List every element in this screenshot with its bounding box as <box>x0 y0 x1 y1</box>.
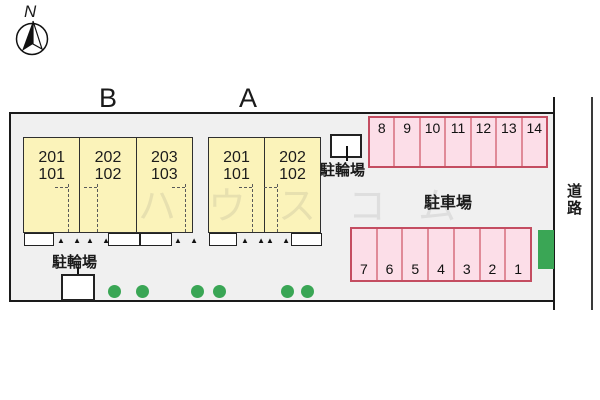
road-label: 道路 <box>565 183 582 217</box>
site-boundary-right <box>553 97 555 310</box>
entry-path-line <box>252 184 253 232</box>
entrance-arrows-icon: ▲ ▲ <box>266 236 294 245</box>
stall-number: 9 <box>403 120 412 136</box>
entry-path-line <box>185 184 186 232</box>
compass-icon <box>15 20 49 56</box>
parking-stall: 6 <box>375 229 402 280</box>
bicycle-parking-box <box>61 274 95 301</box>
entrance-porch <box>24 233 54 246</box>
stall-number: 6 <box>385 261 394 277</box>
unit-cell: 203 103 <box>135 138 192 232</box>
parking-stall: 10 <box>418 118 444 166</box>
unit-number-upper: 202 <box>94 149 122 166</box>
building-b-label: B <box>98 83 117 113</box>
unit-cell: 202 102 <box>79 138 135 232</box>
entry-path-line <box>239 187 252 188</box>
building-a: 201 101 202 102 <box>208 137 321 233</box>
stall-number: 8 <box>377 120 386 136</box>
bicycle-parking-label: 駐輪場 <box>52 254 98 271</box>
parking-stall: 12 <box>469 118 495 166</box>
shrub-icon <box>191 285 204 298</box>
compass-north-label: N <box>24 2 37 21</box>
building-a-label: A <box>238 83 257 113</box>
road-edge-line <box>591 97 593 310</box>
unit-number-lower: 101 <box>38 165 66 183</box>
unit-cell: 201 101 <box>24 138 79 232</box>
parking-stall: 9 <box>393 118 418 166</box>
unit-number-upper: 203 <box>150 149 178 166</box>
unit-cell: 201 101 <box>209 138 264 232</box>
stall-number: 7 <box>359 261 368 277</box>
parking-stall: 8 <box>370 118 393 166</box>
unit-number-lower: 102 <box>279 165 306 183</box>
parking-stall: 4 <box>427 229 453 280</box>
stall-number: 2 <box>488 261 497 277</box>
unit-cell: 202 102 <box>264 138 320 232</box>
stall-number: 4 <box>437 261 445 277</box>
stall-number: 10 <box>424 120 441 136</box>
building-b: 201 101 202 102 203 103 <box>23 137 193 233</box>
leader-line <box>346 146 348 161</box>
parking-row-top: 8 9 10 11 12 13 14 <box>368 116 548 168</box>
entry-path-line <box>55 187 68 188</box>
shrub-icon <box>213 285 226 298</box>
stall-number: 5 <box>411 261 420 277</box>
entrance-porch <box>140 233 172 246</box>
unit-number-upper: 202 <box>279 149 306 166</box>
entry-path-line <box>84 187 97 188</box>
entry-path-line <box>277 184 278 232</box>
entry-path-line <box>68 184 69 232</box>
parking-stall: 3 <box>452 229 479 280</box>
entrance-arrows-icon: ▲ ▲ <box>174 236 202 245</box>
shrub-icon <box>108 285 121 298</box>
unit-number-lower: 101 <box>223 165 250 183</box>
entrance-porch <box>291 233 322 246</box>
parking-stall: 1 <box>504 229 530 280</box>
shrub-icon <box>281 285 294 298</box>
shrub-icon <box>136 285 149 298</box>
unit-number-upper: 201 <box>223 149 250 166</box>
hedge <box>538 230 554 269</box>
parking-stall: 2 <box>478 229 505 280</box>
parking-stall: 5 <box>401 229 427 280</box>
stall-number: 12 <box>475 120 492 136</box>
entrance-porch <box>108 233 140 246</box>
entry-path-line <box>172 187 185 188</box>
entry-path-line <box>97 184 98 232</box>
shrub-icon <box>301 285 314 298</box>
entry-path-line <box>264 187 277 188</box>
stall-number: 11 <box>450 120 466 136</box>
stall-number: 13 <box>501 120 517 136</box>
entrance-arrows-icon: ▲ ▲ <box>86 236 114 245</box>
parking-stall: 11 <box>444 118 469 166</box>
parking-lot-label: 駐車場 <box>424 195 473 212</box>
unit-number-upper: 201 <box>38 149 66 166</box>
entrance-arrows-icon: ▲ ▲ <box>57 236 85 245</box>
unit-number-lower: 103 <box>150 165 178 183</box>
parking-stall: 13 <box>495 118 520 166</box>
stall-number: 14 <box>526 120 543 136</box>
entrance-arrows-icon: ▲ ▲ <box>241 236 269 245</box>
parking-row-bottom: 7 6 5 4 3 2 1 <box>350 227 532 282</box>
stall-number: 3 <box>462 261 471 277</box>
parking-stall: 14 <box>520 118 546 166</box>
entrance-porch <box>209 233 237 246</box>
bicycle-parking-label: 駐輪場 <box>320 162 366 179</box>
stall-number: 1 <box>514 261 523 277</box>
unit-number-lower: 102 <box>94 165 122 183</box>
parking-stall: 7 <box>352 229 376 280</box>
